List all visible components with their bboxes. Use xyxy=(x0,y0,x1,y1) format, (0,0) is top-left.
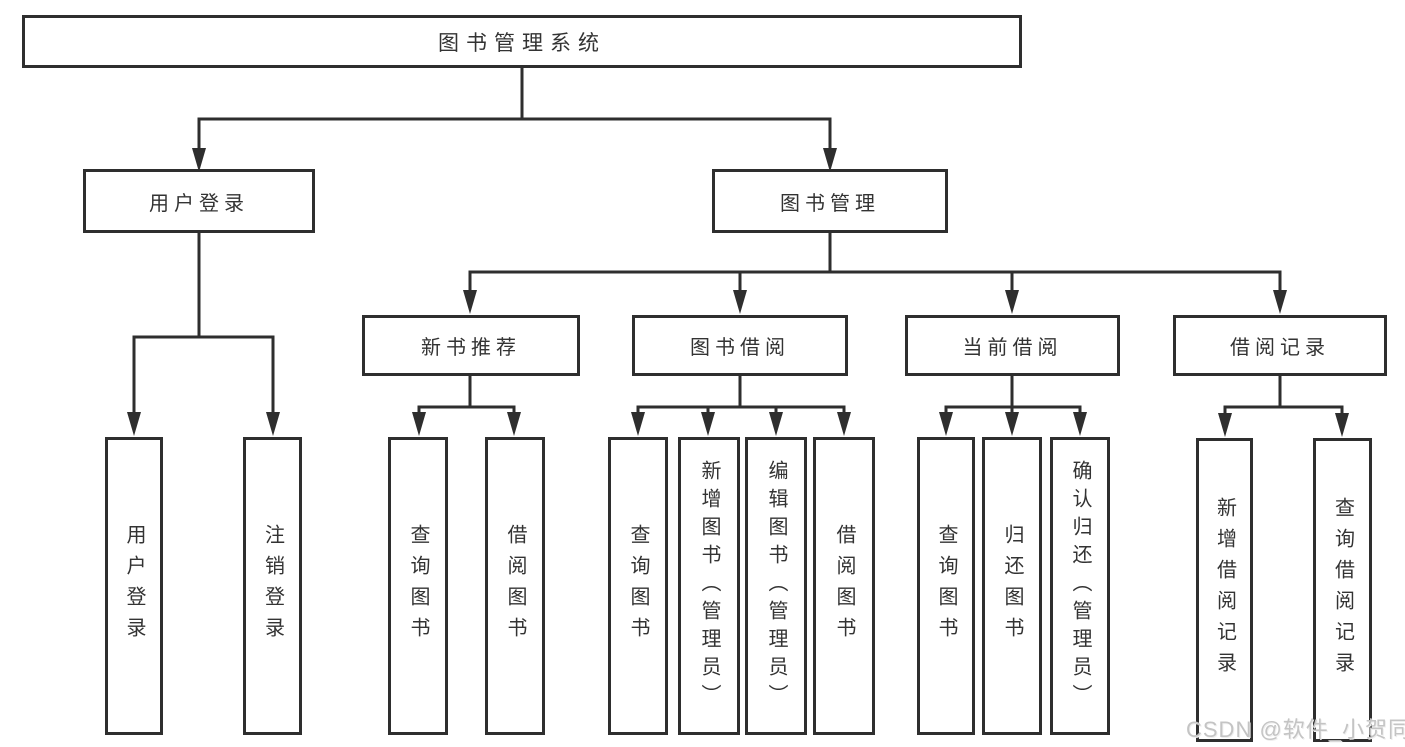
node-library-system: 图书管理系统 xyxy=(22,15,1022,68)
node-edit-book-admin: 编辑图书（管理员） xyxy=(745,437,807,735)
node-book-borrowing: 图书借阅 xyxy=(632,315,848,376)
node-label: 查询借阅记录 xyxy=(1331,497,1354,683)
node-borrow-books-recommend: 借阅图书 xyxy=(485,437,545,735)
node-user-login-group: 用户登录 xyxy=(83,169,315,233)
node-label: 确认归还（管理员） xyxy=(1069,460,1091,712)
node-label: 图书借阅 xyxy=(690,337,790,359)
node-return-book: 归还图书 xyxy=(982,437,1042,735)
node-borrowing-records: 借阅记录 xyxy=(1173,315,1387,376)
node-label: 新书推荐 xyxy=(421,337,521,359)
node-confirm-return-admin: 确认归还（管理员） xyxy=(1050,437,1110,735)
node-label: 注销登录 xyxy=(261,524,284,648)
node-label: 借阅图书 xyxy=(504,524,526,648)
node-label: 新增图书（管理员） xyxy=(698,460,720,712)
node-new-book-recommend: 新书推荐 xyxy=(362,315,580,376)
node-query-books-borrow: 查询图书 xyxy=(608,437,668,735)
node-label: 图书管理 xyxy=(780,192,880,215)
node-query-borrow-record: 查询借阅记录 xyxy=(1313,438,1372,742)
node-logout: 注销登录 xyxy=(243,437,302,735)
node-add-book-admin: 新增图书（管理员） xyxy=(678,437,740,735)
node-label: 借阅图书 xyxy=(833,524,855,648)
node-add-borrow-record: 新增借阅记录 xyxy=(1196,438,1253,742)
node-label: 图书管理系统 xyxy=(438,31,606,55)
node-current-borrowing: 当前借阅 xyxy=(905,315,1120,376)
arrowheads xyxy=(127,148,1349,437)
node-label: 新增借阅记录 xyxy=(1213,497,1236,683)
node-borrow-books: 借阅图书 xyxy=(813,437,875,735)
node-label: 当前借阅 xyxy=(962,337,1063,359)
node-label: 归还图书 xyxy=(1001,524,1023,648)
node-user-login: 用户登录 xyxy=(105,437,163,735)
node-label: 借阅记录 xyxy=(1230,337,1330,359)
node-label: 查询图书 xyxy=(627,524,649,648)
node-label: 编辑图书（管理员） xyxy=(765,460,787,712)
node-book-management: 图书管理 xyxy=(712,169,948,233)
node-query-books-recommend: 查询图书 xyxy=(388,437,448,735)
node-query-books-current: 查询图书 xyxy=(917,437,975,735)
node-label: 查询图书 xyxy=(935,524,957,648)
node-label: 查询图书 xyxy=(407,524,429,648)
node-label: 用户登录 xyxy=(149,192,249,215)
node-label: 用户登录 xyxy=(123,524,145,648)
watermark: CSDN @软件_小贺同学 xyxy=(1186,717,1405,742)
